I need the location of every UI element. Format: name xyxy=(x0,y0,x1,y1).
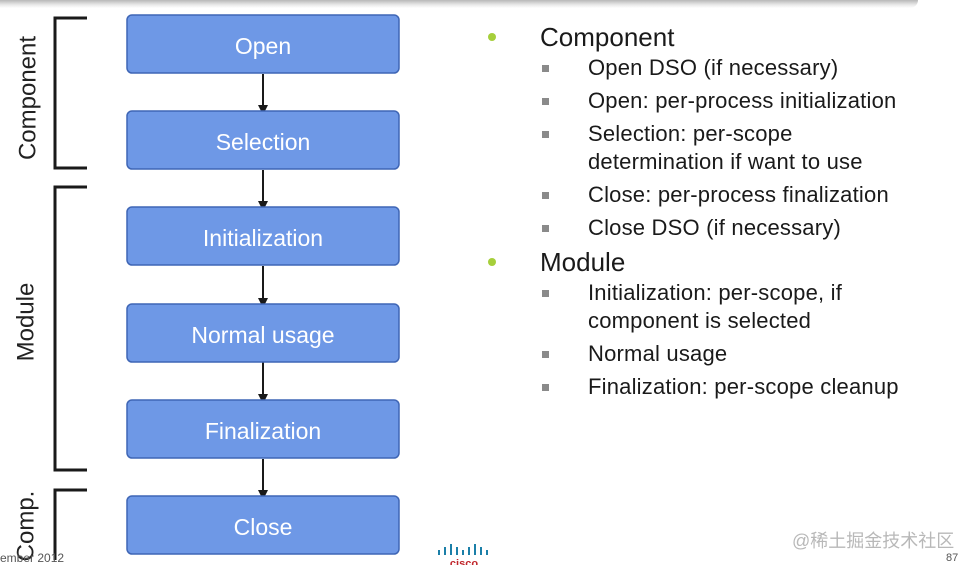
component-heading: Component xyxy=(486,22,970,52)
component-heading-text: Component xyxy=(540,22,675,52)
finalization-box-label: Finalization xyxy=(205,418,321,444)
initialization-box: Initialization xyxy=(126,206,400,266)
list-item: Open: per-process initialization xyxy=(486,87,970,115)
component-bracket-label: Component xyxy=(15,36,42,160)
normal-usage-box: Normal usage xyxy=(126,303,400,363)
list-item: Finalization: per-scope cleanup xyxy=(486,373,970,401)
module-heading-text: Module xyxy=(540,247,626,277)
list-item: Selection: per-scope determination if wa… xyxy=(486,120,970,176)
list-item-text: Finalization: per-scope cleanup xyxy=(588,374,899,399)
footer-date: ember 2012 xyxy=(0,551,65,565)
bullet-dot-icon xyxy=(488,258,496,266)
list-item-text: Initialization: per-scope, if xyxy=(588,280,843,305)
logo-text: cisco xyxy=(450,558,478,565)
component-bracket xyxy=(53,16,87,170)
square-bullet-icon xyxy=(542,290,549,297)
module-bracket xyxy=(53,185,87,472)
square-bullet-icon xyxy=(542,65,549,72)
square-bullet-icon xyxy=(542,192,549,199)
comp-bracket xyxy=(53,488,87,560)
open-box-label: Open xyxy=(235,33,291,59)
list-item-text: Open DSO (if necessary) xyxy=(588,55,839,80)
page-number: 87 xyxy=(946,552,959,564)
list-item-text: Normal usage xyxy=(588,341,728,366)
list-item-text-continued: component is selected xyxy=(588,308,812,333)
module-bracket-label: Module xyxy=(13,283,40,362)
square-bullet-icon xyxy=(542,98,549,105)
list-item-text: Close: per-process finalization xyxy=(588,182,889,207)
square-bullet-icon xyxy=(542,384,549,391)
initialization-box-label: Initialization xyxy=(203,225,323,251)
square-bullet-icon xyxy=(542,131,549,138)
cisco-logo-icon: cisco xyxy=(438,544,488,565)
square-bullet-icon xyxy=(542,225,549,232)
comp-bracket-label: Comp. xyxy=(13,491,40,562)
watermark: @稀土掘金技术社区 xyxy=(792,531,955,551)
close-box-label: Close xyxy=(234,514,293,540)
list-item-text: Selection: per-scope xyxy=(588,121,793,146)
list-item-text: Open: per-process initialization xyxy=(588,88,897,113)
open-box: Open xyxy=(126,14,400,74)
selection-box: Selection xyxy=(126,110,400,170)
list-item: Open DSO (if necessary) xyxy=(486,54,970,82)
list-item: Normal usage xyxy=(486,340,970,368)
close-box: Close xyxy=(126,495,400,555)
list-item: Initialization: per-scope, if component … xyxy=(486,279,970,335)
normal-usage-box-label: Normal usage xyxy=(191,322,334,348)
square-bullet-icon xyxy=(542,351,549,358)
lifecycle-flowchart: Component Module Comp. Open Selection In… xyxy=(13,14,400,562)
selection-box-label: Selection xyxy=(216,129,311,155)
list-item-text: Close DSO (if necessary) xyxy=(588,215,841,240)
list-item-text-continued: determination if want to use xyxy=(588,149,863,174)
module-heading: Module xyxy=(486,247,970,277)
header-shadow-bar xyxy=(0,0,918,8)
list-item: Close DSO (if necessary) xyxy=(486,214,970,242)
finalization-box: Finalization xyxy=(126,399,400,459)
list-item: Close: per-process finalization xyxy=(486,181,970,209)
bullet-list: Component Open DSO (if necessary) Open: … xyxy=(486,22,970,406)
bullet-dot-icon xyxy=(488,33,496,41)
